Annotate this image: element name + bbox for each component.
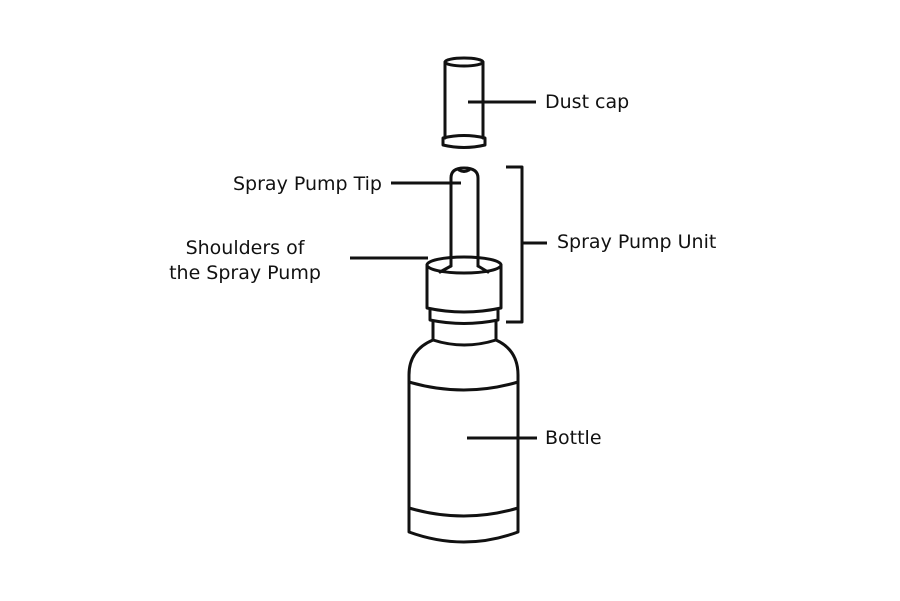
label-spray-pump-unit: Spray Pump Unit: [557, 231, 717, 253]
spray-pump-tip: [449, 166, 480, 268]
leader-lines: [350, 100, 547, 440]
unit-bracket: [506, 165, 547, 324]
label-shoulders-line1: Shoulders of: [185, 237, 305, 259]
label-spray-pump-tip: Spray Pump Tip: [233, 173, 382, 195]
pump-shoulders: [425, 255, 503, 325]
label-bottle: Bottle: [545, 427, 602, 449]
label-shoulders: Shoulders of the Spray Pump: [150, 236, 340, 286]
label-dust-cap: Dust cap: [545, 91, 630, 113]
dust-cap: [441, 56, 487, 149]
bottle: [407, 320, 520, 544]
label-shoulders-line2: the Spray Pump: [169, 262, 321, 284]
